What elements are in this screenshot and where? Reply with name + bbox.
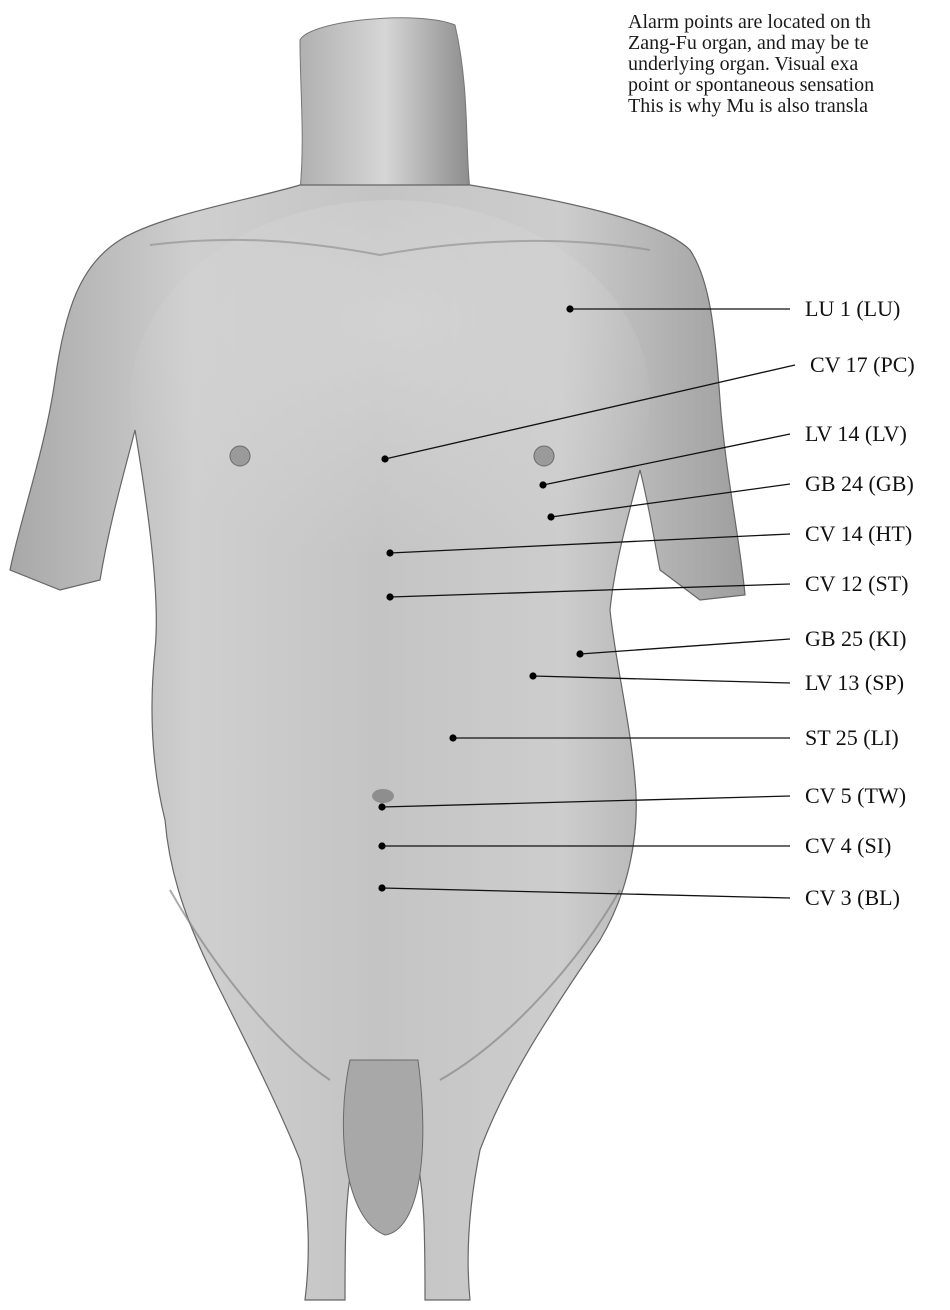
- alarm-point-marker: [381, 455, 388, 462]
- chest-highlight: [130, 200, 650, 600]
- alarm-point-marker: [529, 672, 536, 679]
- intro-line: Zang-Fu organ, and may be te: [628, 33, 950, 54]
- alarm-point-marker: [566, 305, 573, 312]
- alarm-point-label: ST 25 (LI): [805, 725, 899, 750]
- alarm-point-label: LV 13 (SP): [805, 670, 904, 695]
- intro-text: Alarm points are located on th Zang-Fu o…: [628, 12, 950, 117]
- right-nipple: [534, 446, 554, 466]
- alarm-point-label: CV 12 (ST): [805, 571, 909, 596]
- alarm-point-marker: [378, 884, 385, 891]
- alarm-point-label: GB 25 (KI): [805, 626, 906, 651]
- navel: [372, 789, 394, 803]
- neck-shape: [300, 18, 470, 190]
- intro-line: This is why Mu is also transla: [628, 96, 950, 117]
- alarm-point-marker: [576, 650, 583, 657]
- intro-line: underlying organ. Visual exa: [628, 54, 950, 75]
- alarm-point-label: CV 5 (TW): [805, 783, 906, 808]
- alarm-point-marker: [449, 734, 456, 741]
- alarm-point-label: GB 24 (GB): [805, 471, 914, 496]
- alarm-point-marker: [378, 842, 385, 849]
- genital-shape: [343, 1060, 422, 1235]
- alarm-point-marker: [378, 803, 385, 810]
- left-nipple: [230, 446, 250, 466]
- alarm-point-label: CV 4 (SI): [805, 833, 891, 858]
- alarm-point-label: LU 1 (LU): [805, 296, 900, 321]
- alarm-point-label: CV 3 (BL): [805, 885, 900, 910]
- alarm-point-marker: [539, 481, 546, 488]
- alarm-point-marker: [386, 593, 393, 600]
- alarm-point-label: LV 14 (LV): [805, 421, 907, 446]
- intro-line: point or spontaneous sensation: [628, 75, 950, 96]
- alarm-point-marker: [386, 549, 393, 556]
- alarm-point-label: CV 17 (PC): [810, 352, 915, 377]
- alarm-point-label: CV 14 (HT): [805, 521, 912, 546]
- intro-line: Alarm points are located on th: [628, 12, 950, 33]
- alarm-point-marker: [547, 513, 554, 520]
